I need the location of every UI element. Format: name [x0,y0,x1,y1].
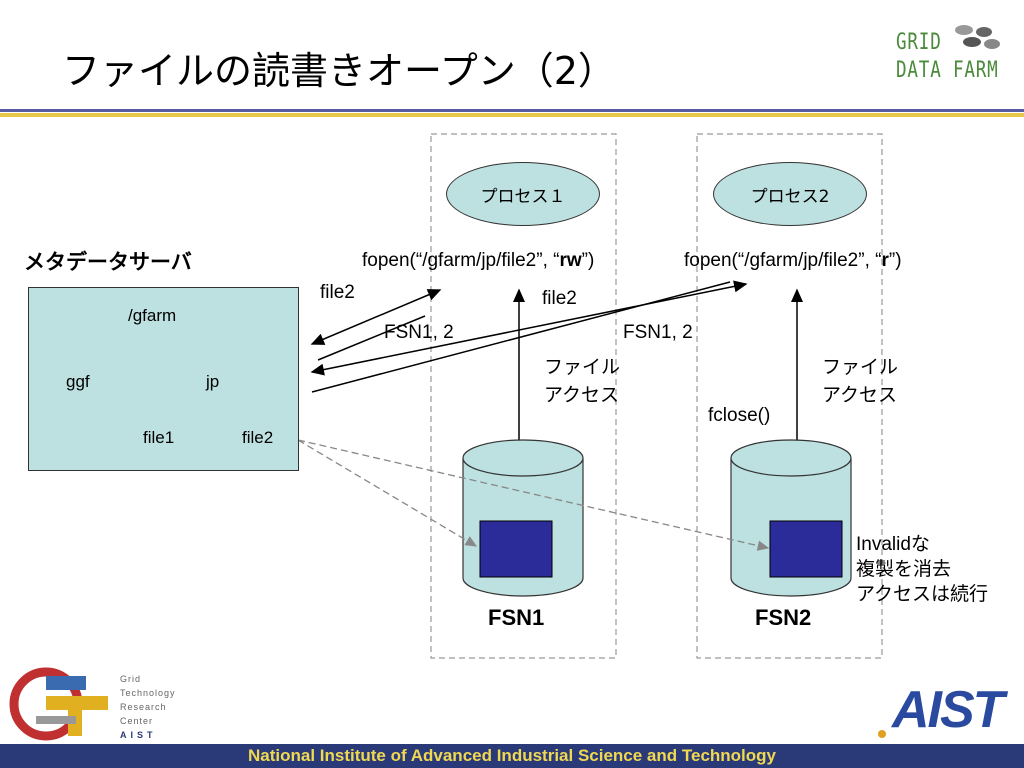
fopen-call-1: fopen(“/gfarm/jp/file2”, “rw”) [362,250,595,271]
node-frame-fsn2 [696,133,883,659]
tree-node-gfarm: /gfarm [128,306,177,325]
label-invalid-note: Invalidな複製を消去アクセスは続行 [856,534,989,605]
title-rule-blue [0,109,1024,112]
label-file-access-1: ファイルアクセス [544,357,621,406]
aist-logo: AIST [892,681,1004,739]
process-1-ellipse: プロセス１ [446,162,600,226]
aist-logo-dot [878,730,886,738]
node-label-fsn2: FSN2 [755,605,812,630]
gtrc-logo-text: Grid Technology Research Center AIST [120,674,176,740]
process-2-ellipse: プロセス2 [713,162,867,226]
label-fsn-reply-1: FSN1, 2 [384,322,454,343]
node-frame-fsn1 [430,133,617,659]
metadata-server-box [28,287,299,471]
label-file2-left: file2 [320,282,355,303]
label-file2-mid: file2 [542,288,577,309]
tree-node-ggf: ggf [66,372,90,391]
grid-logo-icon [955,25,1000,49]
fopen-call-2: fopen(“/gfarm/jp/file2”, “r”) [684,250,902,271]
label-fsn-reply-2: FSN1, 2 [623,322,693,343]
label-fclose: fclose() [708,405,771,426]
grid-logo-line1: GRID [896,30,942,55]
process-2-label: プロセス2 [750,186,830,207]
arrow-proc2-meta [310,280,748,376]
arrow-replica-fsn2 [297,439,770,551]
footer-bar [0,744,1024,768]
process-1-label: プロセス１ [480,186,566,207]
grid-logo-line2: DATA FARM [896,58,999,83]
footer-institute-name: National Institute of Advanced Industria… [247,746,777,765]
gtrc-logo-icon [9,667,108,741]
replica-block-fsn2 [769,520,843,578]
title-rule-yellow [0,113,1024,117]
node-label-fsn1: FSN1 [488,605,545,630]
tree-node-jp: jp [206,372,220,391]
label-file-access-2: ファイルアクセス [822,357,899,406]
slide-title: ファイルの読書きオープン（2） [62,49,616,93]
arrow-replica-fsn1 [297,439,478,547]
metadata-server-title: メタデータサーバ [24,250,192,274]
tree-node-file1: file1 [143,428,175,447]
tree-node-file2: file2 [242,428,274,447]
replica-block-fsn1 [479,520,553,578]
